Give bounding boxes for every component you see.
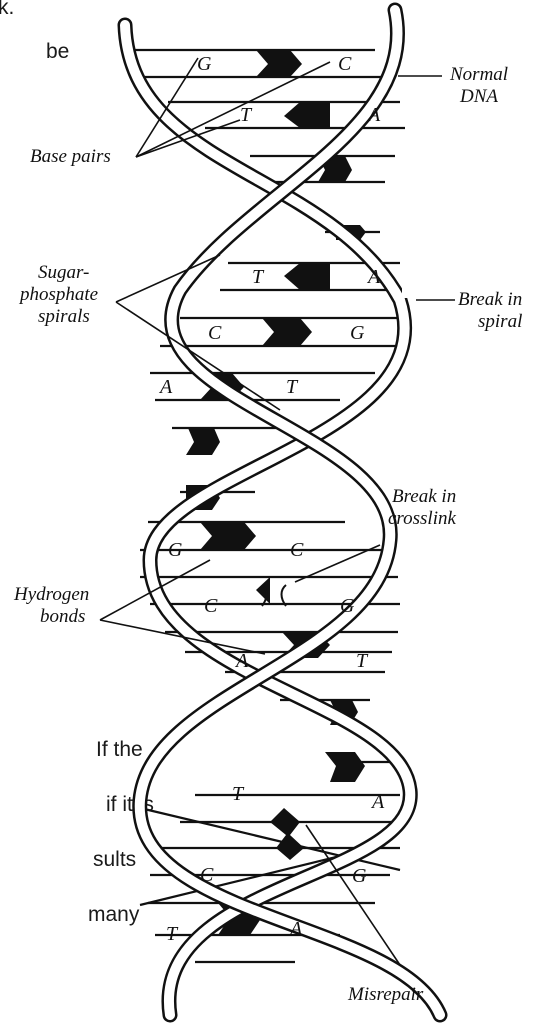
misrepair-label: Misrepair: [347, 984, 424, 1005]
base-letter-10-right: A: [288, 918, 303, 940]
base-letter-4-right: T: [286, 376, 299, 398]
base-letter-1-left: T: [240, 104, 253, 126]
base-letter-8-left: T: [232, 783, 245, 805]
background-text-if-the: If the: [96, 738, 143, 761]
base-letter-7-left: A: [234, 650, 249, 672]
base-letter-0-right: C: [338, 53, 352, 75]
background-text-many: many: [88, 903, 140, 926]
base-letter-9-right: G: [352, 865, 367, 887]
background-text-k: k.: [0, 0, 14, 19]
base-letter-6-right: G: [340, 595, 355, 617]
base-letter-6-left: C: [204, 595, 218, 617]
base-letter-5-right: C: [290, 539, 304, 561]
background-text-be: be: [46, 40, 69, 63]
sugar-phosphate-label: Sugar- phosphate spirals: [18, 262, 103, 327]
base-letter-2-left: T: [252, 266, 265, 288]
base-letter-10-left: T: [166, 923, 179, 945]
base-letter-7-right: T: [356, 650, 369, 672]
base-letter-3-left: C: [208, 322, 222, 344]
hydrogen-bonds-label: Hydrogen bonds: [13, 584, 94, 627]
base-letter-4-left: A: [158, 376, 173, 398]
base-letter-5-left: G: [168, 539, 183, 561]
normal-dna-label: Normal DNA: [449, 64, 513, 107]
base-letter-3-right: G: [350, 322, 365, 344]
base-letter-9-left: C: [200, 864, 214, 886]
base-letter-0-left: G: [197, 53, 212, 75]
break-in-crosslink-label: Break in crosslink: [388, 486, 461, 529]
base-letter-8-right: A: [370, 791, 385, 813]
break-in-spiral-label: Break in spiral: [458, 289, 527, 332]
background-text-sults: sults: [93, 848, 136, 871]
base-letter-2-right: A: [366, 266, 381, 288]
base-letter-1-right: A: [366, 104, 381, 126]
base-pairs-label: Base pairs: [30, 146, 111, 167]
